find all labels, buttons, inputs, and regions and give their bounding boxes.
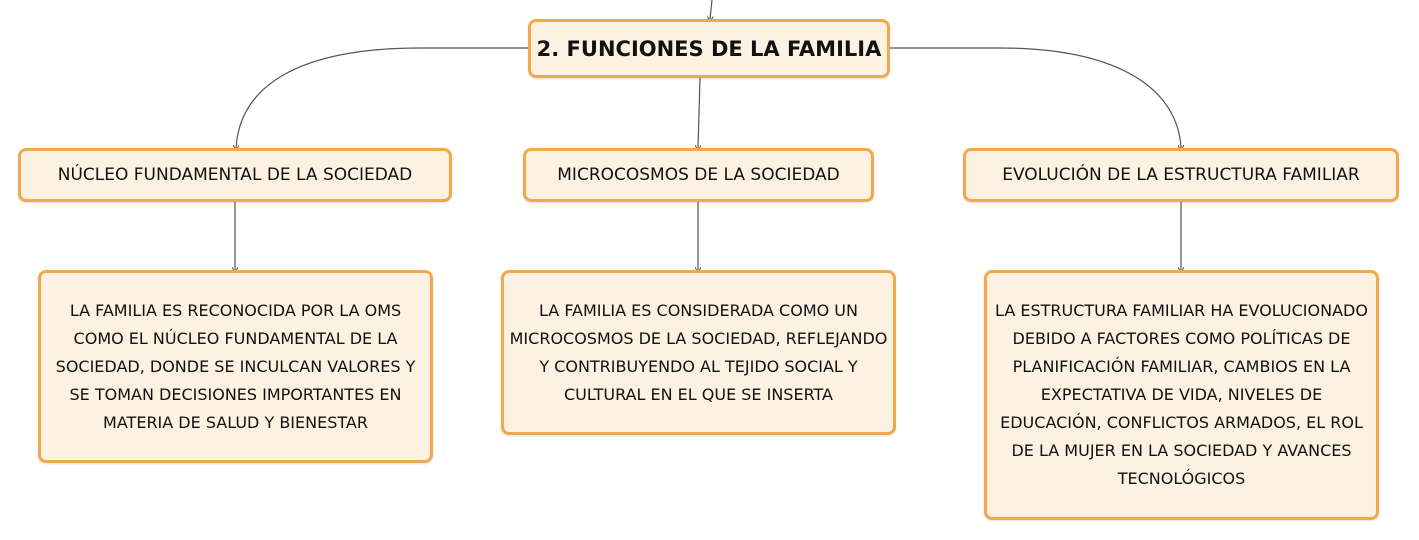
topic-node-label: EVOLUCIÓN DE LA ESTRUCTURA FAMILIAR (1002, 165, 1360, 185)
detail-node-nucleo[interactable]: LA FAMILIA ES RECONOCIDA POR LA OMS COMO… (38, 270, 433, 463)
detail-node-text: LA FAMILIA ES CONSIDERADA COMO UN MICROC… (509, 300, 888, 404)
connector-root-to-topic-2 (698, 77, 700, 148)
detail-node-text: LA ESTRUCTURA FAMILIAR HA EVOLUCIONADO D… (995, 301, 1368, 488)
detail-node-microcosmos[interactable]: LA FAMILIA ES CONSIDERADA COMO UN MICROC… (501, 270, 896, 435)
connector-root-to-topic-1 (236, 47, 528, 148)
connector-root-to-topic-3 (890, 47, 1181, 148)
topic-node-microcosmos[interactable]: MICROCOSMOS DE LA SOCIEDAD (523, 148, 874, 202)
detail-node-text: LA FAMILIA ES RECONOCIDA POR LA OMS COMO… (55, 300, 416, 432)
topic-node-evolucion[interactable]: EVOLUCIÓN DE LA ESTRUCTURA FAMILIAR (963, 148, 1399, 202)
topic-node-label: MICROCOSMOS DE LA SOCIEDAD (557, 165, 840, 185)
detail-node-evolucion[interactable]: LA ESTRUCTURA FAMILIAR HA EVOLUCIONADO D… (984, 270, 1379, 520)
topic-node-label: NÚCLEO FUNDAMENTAL DE LA SOCIEDAD (57, 165, 413, 185)
root-node[interactable]: 2. FUNCIONES DE LA FAMILIA (528, 19, 890, 78)
root-node-label: 2. FUNCIONES DE LA FAMILIA (536, 36, 882, 61)
connector-parent-to-root (710, 0, 712, 19)
topic-node-nucleo[interactable]: NÚCLEO FUNDAMENTAL DE LA SOCIEDAD (18, 148, 452, 202)
